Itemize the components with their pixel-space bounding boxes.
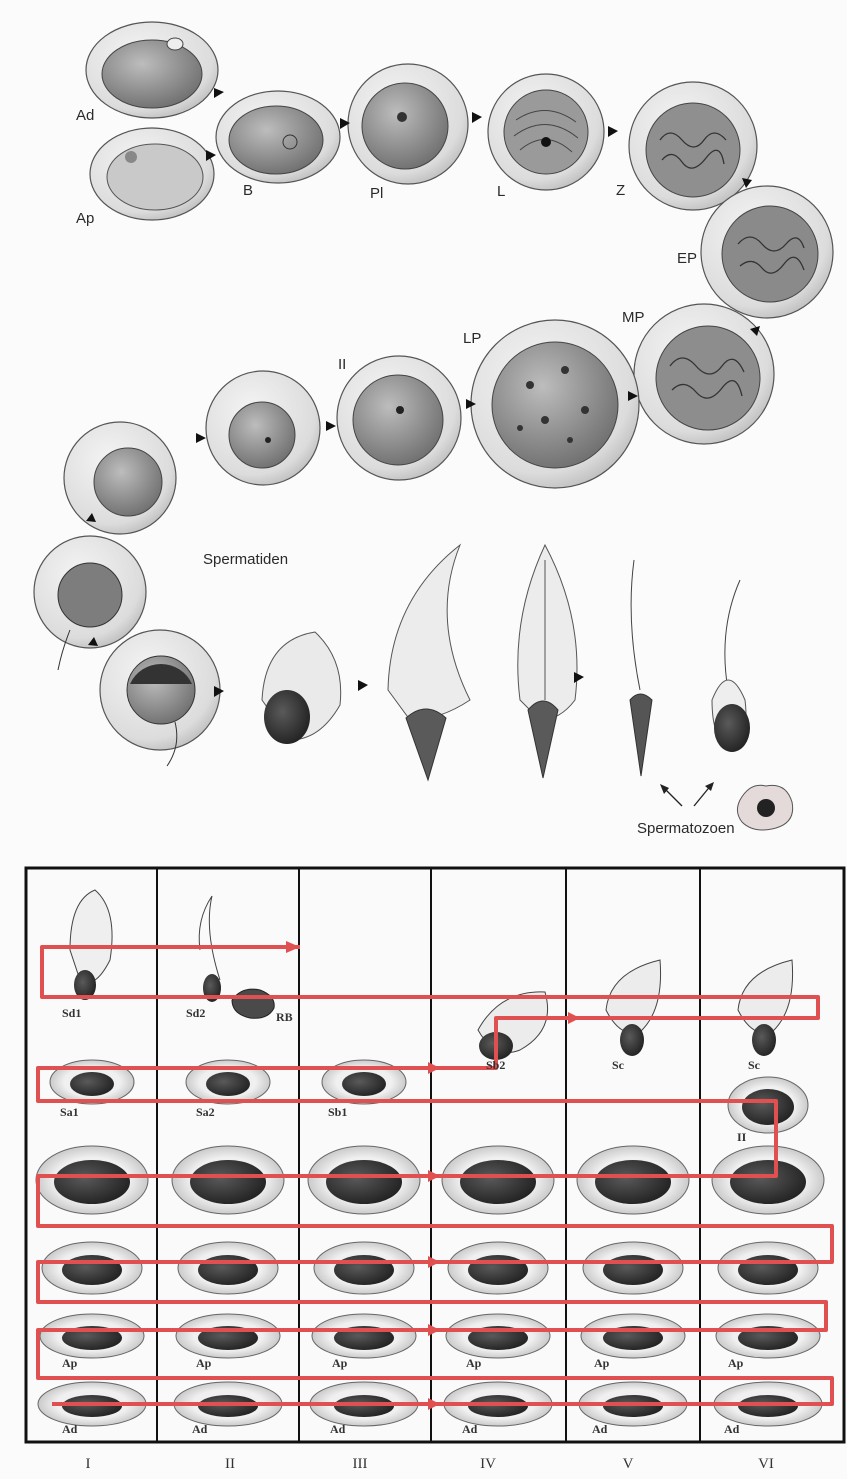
table-cell-nucleus-3-2	[334, 1255, 394, 1285]
label-sb1: Sb1	[328, 1105, 347, 1120]
label-ad-i: Ad	[62, 1422, 77, 1437]
label-ap: Ap	[76, 210, 94, 227]
cell-spermatid-3	[262, 632, 341, 744]
label-spermatozoen: Spermatozoen	[637, 820, 735, 837]
column-label-ii: II	[200, 1456, 260, 1473]
cell-spermatid-4	[388, 545, 470, 780]
cell-b	[216, 91, 340, 183]
label-ad-ii: Ad	[192, 1422, 207, 1437]
cell-z	[629, 82, 757, 210]
spermatozoon-2	[712, 580, 750, 752]
label-sd1: Sd1	[62, 1006, 81, 1021]
label-ad-vi: Ad	[724, 1422, 739, 1437]
label-b: B	[243, 182, 253, 199]
label-spermatiden: Spermatiden	[203, 551, 288, 568]
residual-body	[737, 785, 792, 830]
table-cell-nucleus-0-2	[342, 1072, 386, 1096]
label-sc-vi: Sc	[748, 1058, 760, 1073]
label-sa2: Sa2	[196, 1105, 215, 1120]
column-label-iii: III	[330, 1456, 390, 1473]
column-label-iv: IV	[458, 1456, 518, 1473]
label-ii-vi: II	[737, 1130, 746, 1145]
cell-spermatid-5	[518, 545, 577, 778]
table-cell-nucleus-3-3	[468, 1255, 528, 1285]
stage-table-frame	[26, 868, 844, 1442]
label-sd2: Sd2	[186, 1006, 205, 1021]
label-ep: EP	[677, 250, 697, 267]
label-lp: LP	[463, 330, 481, 347]
spermatozoen-arrows	[660, 782, 714, 806]
label-ad-iii: Ad	[330, 1422, 345, 1437]
label-ap-v: Ap	[594, 1356, 609, 1371]
cell-meiosis-2	[206, 371, 320, 485]
label-ap-iv: Ap	[466, 1356, 481, 1371]
label-sc-v: Sc	[612, 1058, 624, 1073]
label-ad-v: Ad	[592, 1422, 607, 1437]
label-l: L	[497, 183, 505, 200]
table-cell-nucleus-2-0	[54, 1160, 130, 1204]
cell-spermatid-round	[64, 422, 176, 534]
table-cell-nucleus-3-4	[603, 1255, 663, 1285]
label-sb2: Sb2	[486, 1058, 505, 1073]
cell-ep	[701, 186, 833, 318]
label-ii: II	[338, 356, 346, 373]
cell-lp	[471, 320, 639, 488]
label-ap-ii: Ap	[196, 1356, 211, 1371]
cell-mp	[634, 304, 774, 444]
table-cell-nucleus-3-5	[738, 1255, 798, 1285]
label-sa1: Sa1	[60, 1105, 79, 1120]
table-cell-nucleus-2-5	[730, 1160, 806, 1204]
table-cell-nucleus-2-4	[595, 1160, 671, 1204]
label-z: Z	[616, 182, 625, 199]
label-ap-iii: Ap	[332, 1356, 347, 1371]
table-cell-nucleus-3-1	[198, 1255, 258, 1285]
cell-l	[488, 74, 604, 190]
label-ap-vi: Ap	[728, 1356, 743, 1371]
table-cell-nucleus-2-3	[460, 1160, 536, 1204]
table-cell-nucleus-2-2	[326, 1160, 402, 1204]
label-ad: Ad	[76, 107, 94, 124]
label-ap-i: Ap	[62, 1356, 77, 1371]
table-cell-nucleus-1-5	[742, 1089, 794, 1125]
table-cell-nucleus-0-1	[206, 1072, 250, 1096]
column-label-vi: VI	[736, 1456, 796, 1473]
label-rb: RB	[276, 1010, 293, 1025]
label-ad-iv: Ad	[462, 1422, 477, 1437]
table-cell-nucleus-3-0	[62, 1255, 122, 1285]
cell-pl	[348, 64, 468, 184]
cell-ap	[90, 128, 214, 220]
label-pl: Pl	[370, 185, 383, 202]
table-cell-nucleus-0-0	[70, 1072, 114, 1096]
spermatozoon-1	[630, 560, 652, 776]
label-mp: MP	[622, 309, 645, 326]
cell-ii	[337, 356, 461, 480]
column-label-i: I	[58, 1456, 118, 1473]
table-cell-nucleus-2-1	[190, 1160, 266, 1204]
cell-ad	[86, 22, 218, 118]
column-label-v: V	[598, 1456, 658, 1473]
cell-spermatid-2	[100, 630, 220, 766]
